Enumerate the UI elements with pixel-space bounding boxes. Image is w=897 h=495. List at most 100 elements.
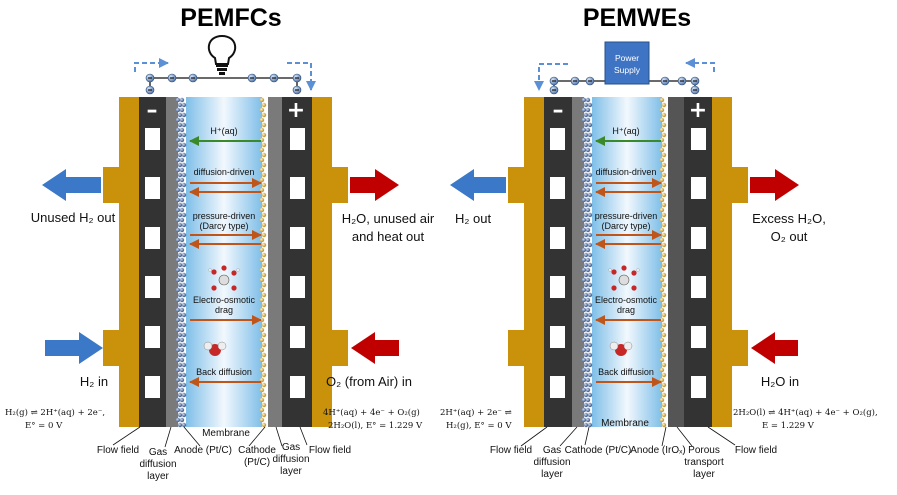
o2-in-arrow	[351, 332, 399, 364]
catalyst-particle	[587, 332, 593, 338]
catalyst-particle	[259, 157, 265, 163]
electron-minus-mark	[552, 80, 556, 82]
catalyst-particle	[583, 372, 589, 378]
catalyst-particle	[587, 282, 593, 288]
catalyst-particle	[587, 202, 593, 208]
catalyst-particle	[259, 117, 265, 123]
catalyst-particle	[583, 222, 589, 228]
catalyst-particle	[261, 252, 267, 258]
catalyst-particle	[177, 312, 183, 318]
proton-label: H⁺(aq)	[612, 126, 639, 136]
catalyst-particle	[581, 407, 587, 413]
catalyst-particle	[583, 392, 589, 398]
electro-osmotic-label-line2: drag	[617, 305, 635, 315]
catalyst-particle	[177, 382, 183, 388]
catalyst-particle	[659, 237, 665, 243]
catalyst-particle	[177, 132, 183, 138]
label-ptl-3: layer	[693, 469, 715, 480]
gdl-right	[268, 97, 282, 427]
catalyst-particle	[585, 387, 591, 393]
catalyst-particle	[659, 417, 665, 423]
label-gdl-left-2: diffusion	[139, 459, 176, 470]
catalyst-particle	[661, 302, 667, 308]
label-gdl-1: Gas	[543, 445, 561, 456]
catalyst-particle	[587, 402, 593, 408]
catalyst-particle	[659, 277, 665, 283]
catalyst-particle	[177, 352, 183, 358]
catalyst-particle	[587, 302, 593, 308]
negative-terminal-sign: –	[147, 98, 158, 123]
catalyst-particle	[661, 352, 667, 358]
catalyst-particle	[177, 212, 183, 218]
membrane	[186, 97, 262, 427]
catalyst-particle	[175, 167, 181, 173]
catalyst-particle	[659, 247, 665, 253]
catalyst-particle	[177, 252, 183, 258]
catalyst-particle	[177, 192, 183, 198]
catalyst-particle	[585, 327, 591, 333]
label-cathode-2: (Pt/C)	[244, 457, 270, 468]
catalyst-particle	[175, 197, 181, 203]
catalyst-particle	[585, 167, 591, 173]
catalyst-particle	[587, 242, 593, 248]
catalyst-particle	[659, 337, 665, 343]
catalyst-particle	[583, 172, 589, 178]
catalyst-particle	[583, 102, 589, 108]
catalyst-particle	[179, 297, 185, 303]
catalyst-particle	[581, 377, 587, 383]
catalyst-particle	[177, 182, 183, 188]
catalyst-particle	[581, 387, 587, 393]
power-supply-box: Power Supply	[604, 41, 650, 85]
catalyst-particle	[179, 367, 185, 373]
catalyst-particle	[587, 292, 593, 298]
electron-minus-mark	[573, 80, 577, 82]
electron-flow-arrow-right	[685, 58, 715, 72]
catalyst-particle	[585, 137, 591, 143]
catalyst-particle	[175, 227, 181, 233]
catalyst-particle	[175, 287, 181, 293]
catalyst-particle	[587, 222, 593, 228]
catalyst-particle	[179, 207, 185, 213]
catalyst-particle	[181, 342, 187, 348]
flow-field-right	[684, 97, 712, 427]
flow-channels-left	[145, 128, 160, 398]
end-plate-left	[524, 97, 546, 427]
power-supply-label-2: Supply	[614, 65, 641, 75]
catalyst-particle	[581, 157, 587, 163]
pemfc-panel: PEMFCs – +	[5, 4, 435, 482]
catalyst-particle	[261, 172, 267, 178]
catalyst-particle	[581, 277, 587, 283]
catalyst-particle	[587, 352, 593, 358]
catalyst-particle	[175, 117, 181, 123]
catalyst-particle	[181, 422, 187, 428]
catalyst-particle	[581, 367, 587, 373]
catalyst-particle	[659, 147, 665, 153]
catalyst-particle	[179, 117, 185, 123]
catalyst-particle	[259, 287, 265, 293]
catalyst-particle	[181, 162, 187, 168]
catalyst-particle	[179, 347, 185, 353]
catalyst-particle	[659, 117, 665, 123]
catalyst-particle	[581, 307, 587, 313]
catalyst-particle	[585, 237, 591, 243]
catalyst-particle	[661, 322, 667, 328]
excess-h2o-o2-out-arrow	[750, 169, 799, 201]
label-ptl-1: Porous	[688, 445, 720, 456]
catalyst-particle	[179, 147, 185, 153]
catalyst-particle	[587, 112, 593, 118]
catalyst-particle	[179, 127, 185, 133]
catalyst-particle	[259, 397, 265, 403]
catalyst-particle	[175, 177, 181, 183]
catalyst-particle	[581, 337, 587, 343]
catalyst-particle	[581, 167, 587, 173]
catalyst-particle	[583, 182, 589, 188]
catalyst-particle	[179, 407, 185, 413]
electron-minus-mark	[588, 80, 592, 82]
catalyst-particle	[583, 192, 589, 198]
catalyst-particle	[587, 172, 593, 178]
catalyst-particle	[175, 337, 181, 343]
power-supply-label-1: Power	[615, 53, 639, 63]
catalyst-particle	[583, 162, 589, 168]
cathode-catalyst-layer	[581, 97, 593, 428]
